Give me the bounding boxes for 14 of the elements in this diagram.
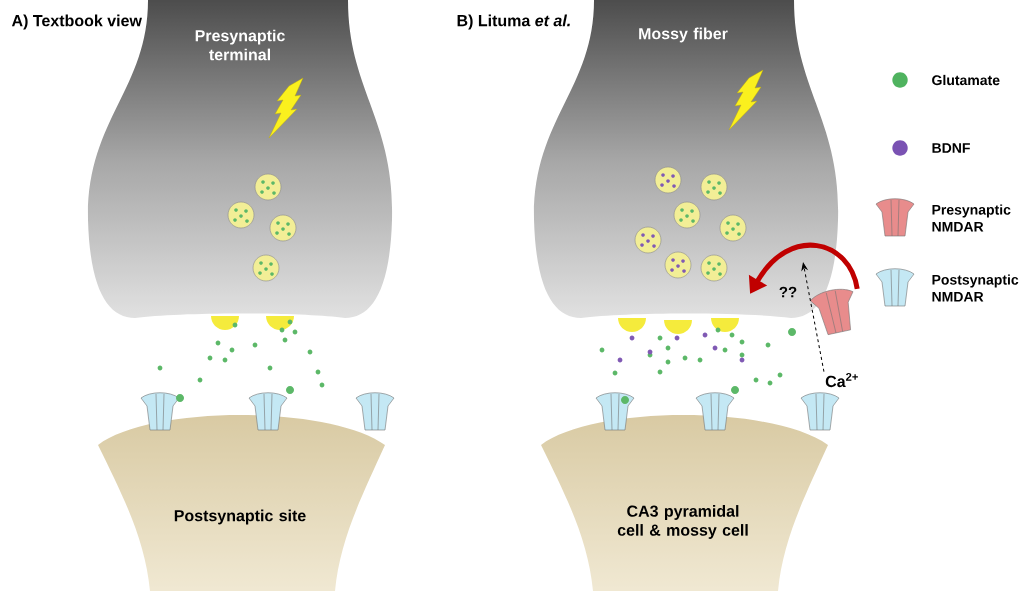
legend-label: BDNF — [932, 143, 970, 153]
presynaptic-terminal: Presynaptic terminal — [195, 29, 285, 61]
legend-label: Presynaptic NMDAR — [932, 204, 1011, 232]
presynaptic-terminal: Mossy fiber — [639, 27, 728, 43]
postsynaptic-cell: CA3 pyramidal cell & mossy cell — [617, 505, 748, 539]
arrow — [801, 262, 825, 373]
panel-title: A) Textbook view — [11, 14, 142, 30]
receptor-icon — [810, 289, 854, 335]
panel-title: B) Lituma et al. — [457, 14, 570, 30]
edge-label: ?? — [779, 286, 797, 298]
legend-label: Glutamate — [932, 74, 1000, 86]
postsynaptic-cell: Postsynaptic site — [174, 509, 306, 525]
ion-label: Ca$^{2+}$ — [825, 372, 858, 388]
legend-label: Postsynaptic NMDAR — [932, 274, 1019, 302]
